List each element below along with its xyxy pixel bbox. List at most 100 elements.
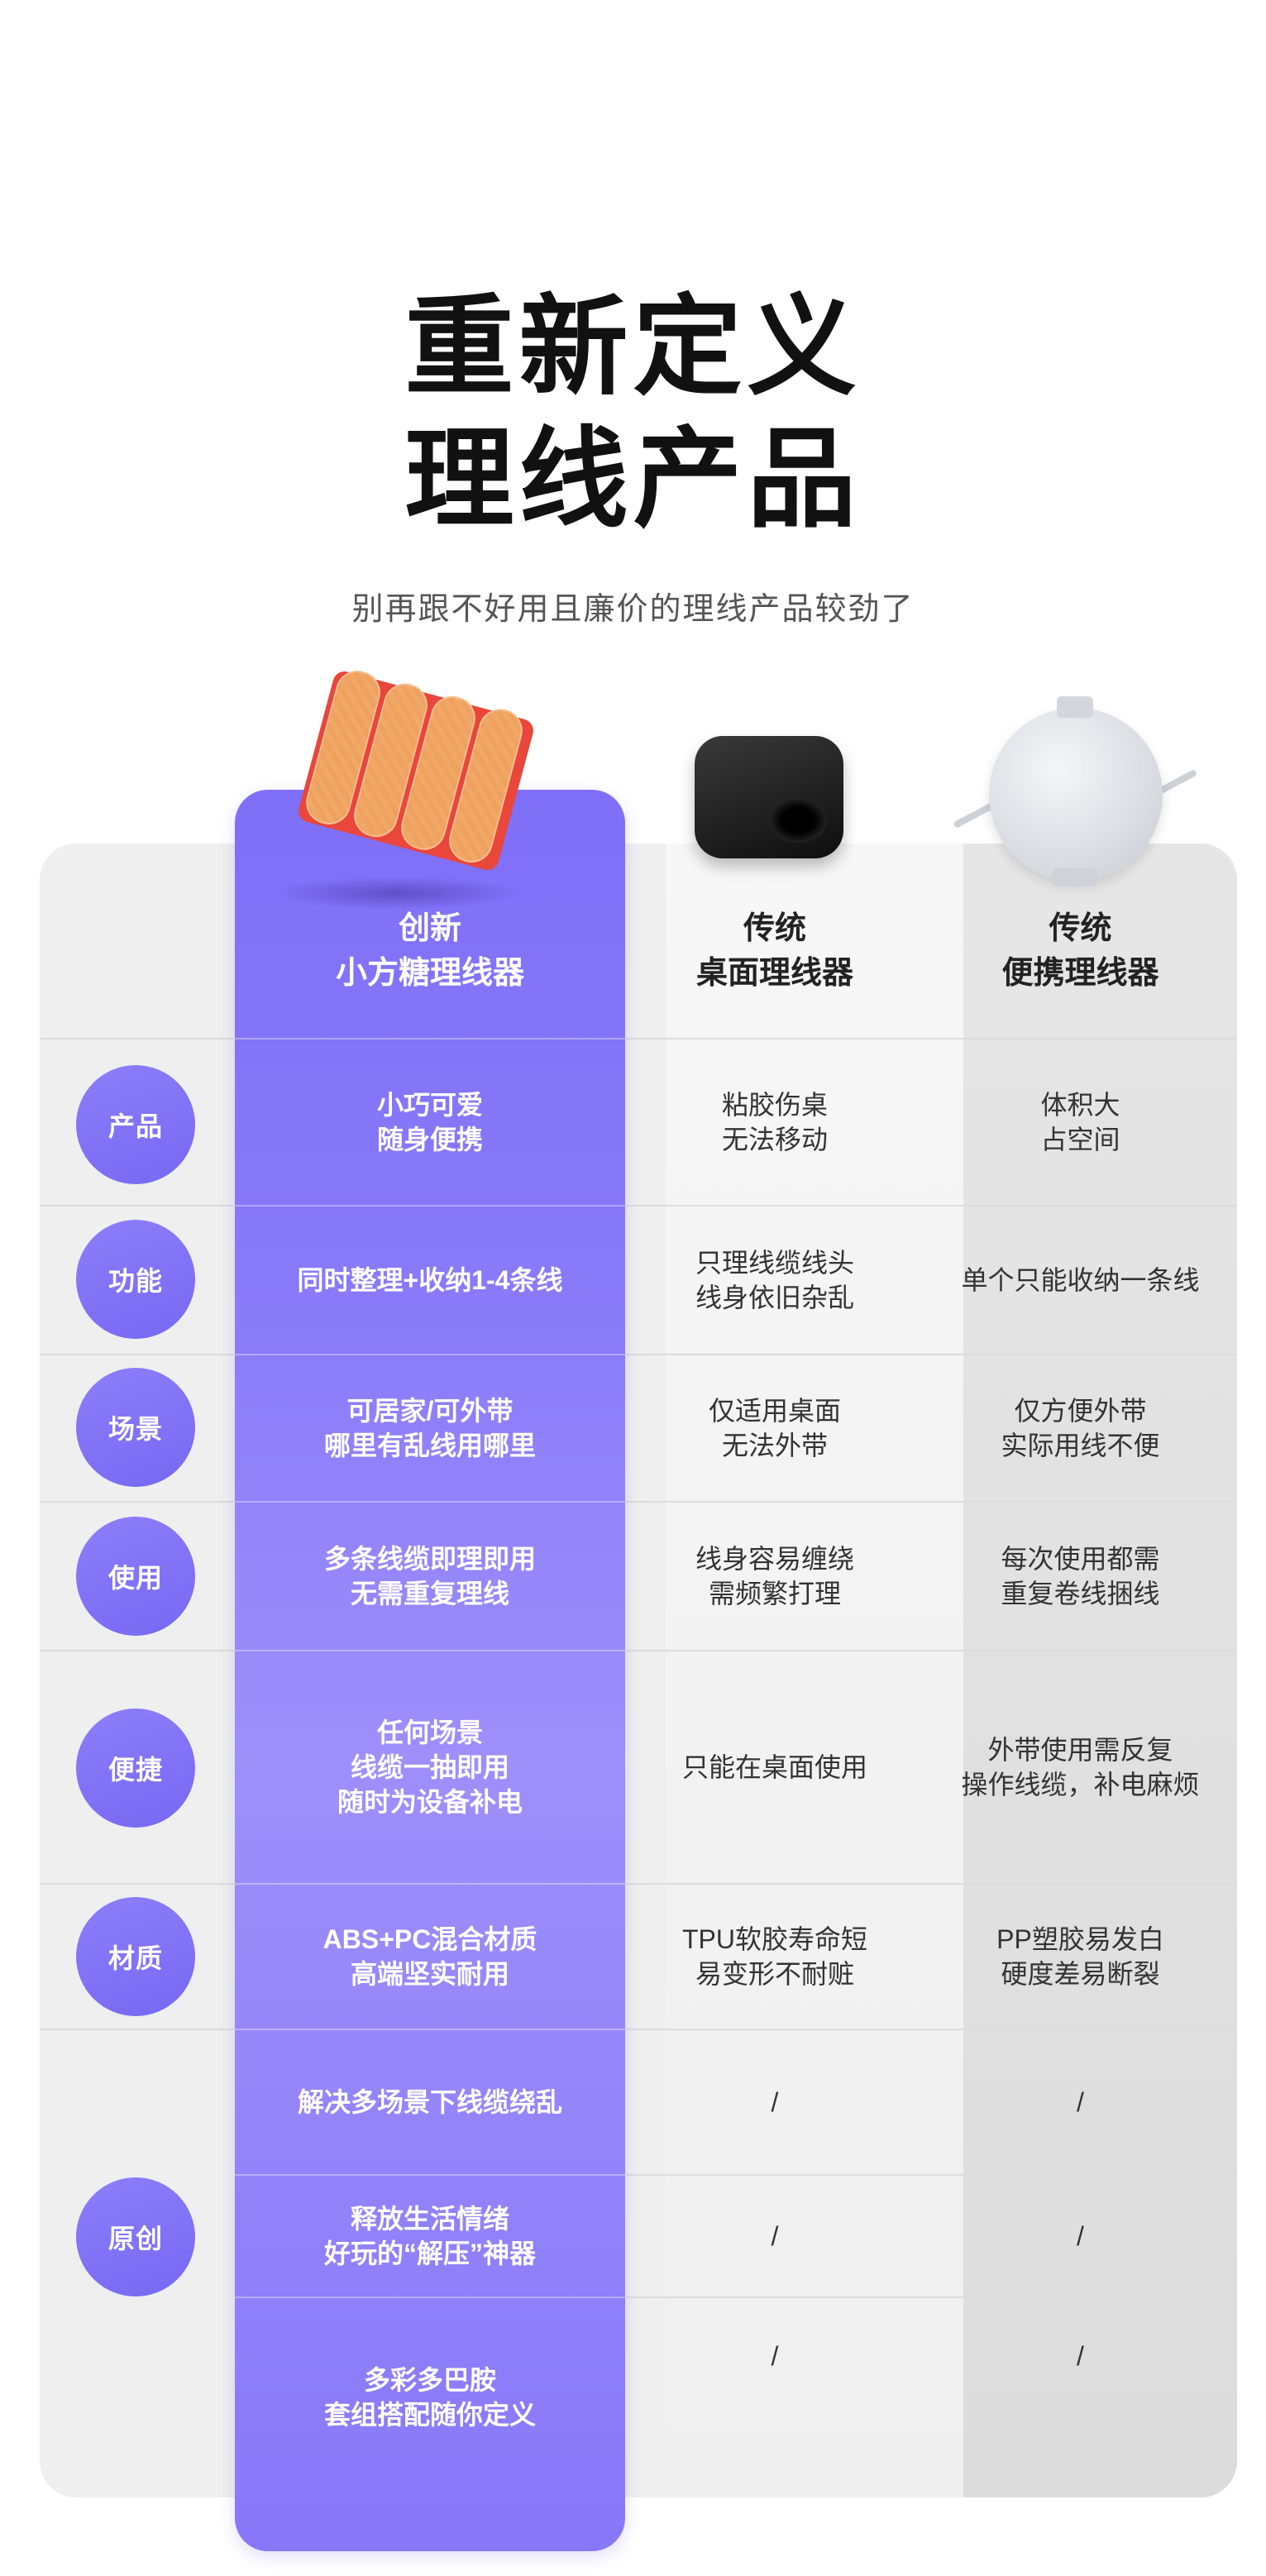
cell-desk: /	[626, 2298, 924, 2414]
column-header-line1: 创新	[398, 911, 461, 946]
product-shadow	[273, 877, 521, 910]
cell-line: /	[1077, 2341, 1084, 2371]
cell-line: /	[771, 2341, 779, 2371]
cell-innovative: 释放生活情绪 好玩的“解压”神器	[235, 2176, 625, 2296]
highlight-divider	[235, 1038, 625, 1039]
cell-innovative: 小巧可爱 随身便携	[235, 1039, 625, 1205]
cell-desk: /	[626, 2176, 924, 2296]
cell-portable: 仅方便外带 实际用线不便	[924, 1355, 1237, 1501]
cell-innovative: 多条线缆即理即用 无需重复理线	[235, 1503, 625, 1650]
row-divider	[40, 1354, 1237, 1355]
cell-portable: 每次使用都需 重复卷线捆线	[924, 1503, 1237, 1650]
page-title-line2: 理线产品	[404, 416, 862, 543]
cell-line: 只能在桌面使用	[681, 1752, 867, 1782]
cell-innovative: 可居家/可外带 哪里有乱线用哪里	[235, 1355, 625, 1501]
cell-line: /	[771, 2087, 779, 2117]
cell-portable: PP塑胶易发白 硬度差易断裂	[924, 1885, 1237, 2029]
cell-line: 粘胶伤桌	[721, 1090, 828, 1120]
cell-line: 小巧可爱	[376, 1090, 483, 1120]
cell-line: 多条线缆即理即用	[323, 1544, 536, 1574]
column-header-portable: 传统 便携理线器	[924, 906, 1237, 996]
cell-line: 仅方便外带	[1014, 1396, 1147, 1426]
column-header-innovative: 创新 小方糖理线器	[235, 906, 625, 996]
cell-line: 每次使用都需	[1001, 1544, 1160, 1574]
cell-line: 外带使用需反复	[987, 1735, 1173, 1765]
cell-line: 好玩的“解压”神器	[323, 2239, 536, 2268]
highlight-divider	[235, 1501, 625, 1503]
cell-line: PP塑胶易发白	[996, 1924, 1164, 1954]
cell-line: 操作线缆，补电麻烦	[961, 1770, 1200, 1799]
row-divider	[40, 1501, 1237, 1503]
highlight-divider	[235, 1354, 625, 1355]
cell-line: 多彩多巴胺	[363, 2365, 496, 2395]
cell-desk: 仅适用桌面 无法外带	[626, 1355, 924, 1501]
cell-desk: TPU软胶寿命短 易变形不耐赃	[626, 1885, 924, 2029]
cell-line: 需频繁打理	[708, 1579, 841, 1608]
cell-line: 同时整理+收纳1-4条线	[297, 1265, 563, 1295]
cell-line: /	[1077, 2087, 1084, 2117]
row-divider	[40, 1038, 1237, 1039]
portable-organizer-tab	[1052, 868, 1098, 887]
row-divider	[40, 1650, 1237, 1651]
cell-line: 套组搭配随你定义	[323, 2400, 536, 2430]
cell-line: /	[771, 2221, 779, 2251]
cell-line: 硬度差易断裂	[1001, 1959, 1160, 1989]
cell-line: 释放生活情绪	[350, 2204, 509, 2234]
cell-desk: /	[626, 2030, 924, 2174]
row-label-product: 产品	[76, 1065, 195, 1184]
cell-line: 重复卷线捆线	[1001, 1579, 1160, 1608]
cell-line: 易变形不耐赃	[695, 1959, 854, 1989]
cell-line: 体积大	[1040, 1090, 1120, 1120]
cell-line: ABS+PC混合材质	[322, 1924, 537, 1954]
row-divider	[626, 2174, 1237, 2176]
highlight-divider	[235, 1650, 625, 1651]
cell-line: 解决多场景下线缆绕乱	[297, 2087, 562, 2117]
cell-line: 线身容易缠绕	[695, 1544, 854, 1574]
row-divider	[40, 2029, 1237, 2030]
portable-organizer-tab	[1057, 696, 1093, 718]
row-label-material: 材质	[76, 1897, 195, 2016]
highlight-divider	[235, 2296, 625, 2298]
cell-innovative: 任何场景 线缆一抽即用 随时为设备补电	[235, 1651, 625, 1883]
highlight-divider	[235, 2029, 625, 2030]
row-label-convenience: 便捷	[76, 1709, 195, 1828]
cell-desk: 线身容易缠绕 需频繁打理	[626, 1503, 924, 1650]
cell-line: 随身便携	[376, 1125, 483, 1154]
cell-line: 可居家/可外带	[346, 1396, 514, 1426]
cell-line: 线身依旧杂乱	[695, 1283, 854, 1312]
row-divider	[40, 1205, 1237, 1207]
column-header-line1: 传统	[1049, 911, 1112, 946]
highlight-divider	[235, 2174, 625, 2176]
column-traditional-desk-bg	[666, 844, 963, 2497]
cell-line: 仅适用桌面	[708, 1396, 841, 1426]
cell-portable: 单个只能收纳一条线	[924, 1207, 1237, 1354]
cell-line: 任何场景	[376, 1718, 483, 1747]
cell-line: TPU软胶寿命短	[681, 1924, 867, 1954]
desk-organizer-hole	[769, 798, 827, 843]
column-header-line1: 传统	[743, 911, 806, 946]
cell-desk: 只能在桌面使用	[626, 1651, 924, 1883]
cell-line: 线缆一抽即用	[350, 1752, 509, 1782]
cell-line: 占空间	[1040, 1125, 1120, 1154]
row-label-function: 功能	[76, 1220, 195, 1339]
column-header-line2: 小方糖理线器	[335, 956, 524, 991]
row-label-usage: 使用	[76, 1517, 195, 1636]
cell-portable: /	[924, 2298, 1237, 2414]
column-header-desk: 传统 桌面理线器	[626, 906, 924, 996]
cell-line: 无法外带	[721, 1431, 828, 1460]
row-divider	[626, 2296, 1237, 2298]
column-header-line2: 桌面理线器	[695, 956, 853, 991]
cell-line: 随时为设备补电	[337, 1787, 523, 1817]
page-subtitle: 别再跟不好用且廉价的理线产品较劲了	[351, 592, 915, 627]
row-divider	[40, 1883, 1237, 1885]
portable-organizer-image	[989, 708, 1163, 882]
row-label-original: 原创	[76, 2177, 195, 2296]
cell-innovative: 同时整理+收纳1-4条线	[235, 1207, 625, 1354]
highlight-column	[235, 790, 625, 2551]
cell-innovative: 解决多场景下线缆绕乱	[235, 2030, 625, 2174]
desk-organizer-image	[695, 736, 843, 858]
cell-portable: 体积大 占空间	[924, 1039, 1237, 1205]
cell-desk: 只理线缆线头 线身依旧杂乱	[626, 1207, 924, 1354]
highlight-divider	[235, 1883, 625, 1885]
cell-portable: /	[924, 2176, 1237, 2296]
